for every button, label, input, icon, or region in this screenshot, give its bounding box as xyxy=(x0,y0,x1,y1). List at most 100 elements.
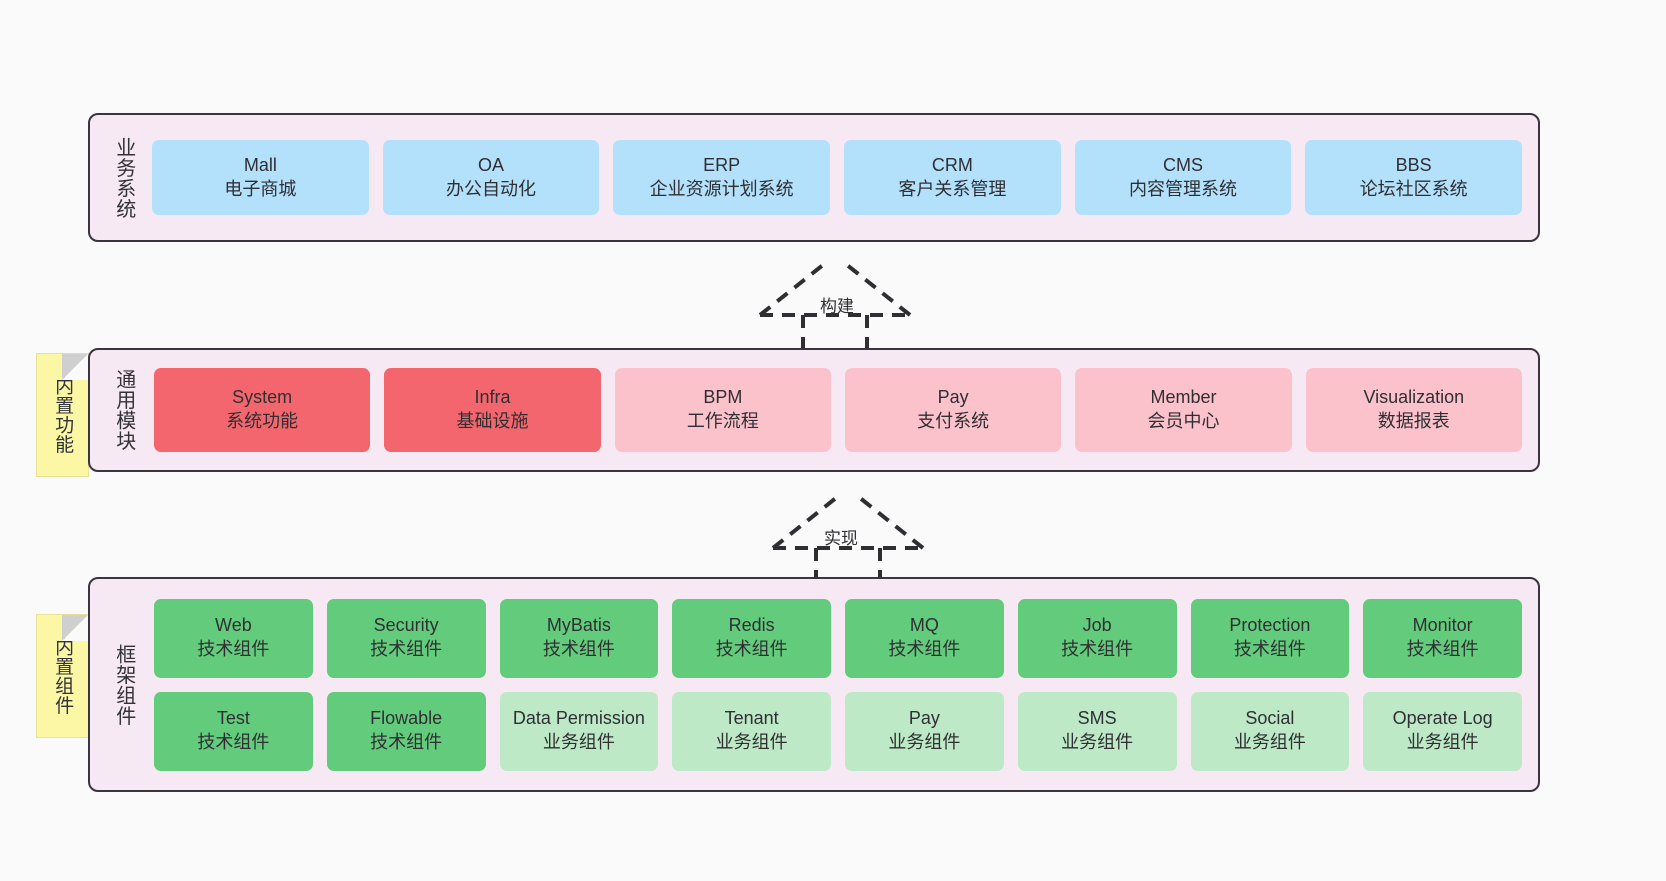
layer-business-system: 业务系统 Mall 电子商城 OA 办公自动化 ERP 企业资源计划系统 CRM… xyxy=(88,113,1540,242)
card-title-en: Monitor xyxy=(1412,615,1473,636)
card-title-en: SMS xyxy=(1077,708,1117,729)
card-bpm[interactable]: BPM 工作流程 xyxy=(614,368,831,452)
card-title-cn: 技术组件 xyxy=(197,639,270,659)
card-row: System 系统功能 Infra 基础设施 BPM 工作流程 Pay 支付系统… xyxy=(154,368,1522,452)
layer-common-modules: 通用模块 System 系统功能 Infra 基础设施 BPM 工作流程 Pay… xyxy=(88,348,1540,472)
card-title-cn: 工作流程 xyxy=(686,411,759,431)
card-title-cn: 技术组件 xyxy=(370,639,443,659)
card-title-en: Pay xyxy=(908,708,940,729)
card-title-cn: 技术组件 xyxy=(1406,639,1479,659)
card-pay[interactable]: Pay 支付系统 xyxy=(844,368,1062,452)
card-title-en: CRM xyxy=(931,154,973,175)
card-title-en: Web xyxy=(215,615,252,636)
layer-common-title: 通用模块 xyxy=(112,369,135,451)
card-row: Mall 电子商城 OA 办公自动化 ERP 企业资源计划系统 CRM 客户关系… xyxy=(152,140,1523,215)
card-title-cn: 业务组件 xyxy=(888,732,961,752)
card-title-cn: 技术组件 xyxy=(197,732,270,752)
card-flowable[interactable]: Flowable 技术组件 xyxy=(326,691,486,771)
card-title-cn: 电子商城 xyxy=(224,178,297,199)
card-row: Test 技术组件 Flowable 技术组件 Data Permission … xyxy=(154,691,1522,771)
card-title-cn: 业务组件 xyxy=(1061,732,1134,752)
card-member[interactable]: Member 会员中心 xyxy=(1075,368,1292,452)
card-title-cn: 技术组件 xyxy=(1061,639,1134,659)
card-title-en: Job xyxy=(1082,615,1112,636)
card-title-cn: 技术组件 xyxy=(370,732,443,752)
card-job[interactable]: Job 技术组件 xyxy=(1017,598,1177,678)
card-mq[interactable]: MQ 技术组件 xyxy=(845,598,1004,678)
card-crm[interactable]: CRM 客户关系管理 xyxy=(844,140,1061,215)
card-title-cn: 支付系统 xyxy=(917,411,990,431)
card-title-cn: 技术组件 xyxy=(888,639,961,659)
card-visualization[interactable]: Visualization 数据报表 xyxy=(1305,368,1522,452)
card-title-en: BPM xyxy=(703,387,743,408)
layer-business-cards: Mall 电子商城 OA 办公自动化 ERP 企业资源计划系统 CRM 客户关系… xyxy=(142,115,1538,240)
card-tenant[interactable]: Tenant 业务组件 xyxy=(672,691,831,771)
card-title-en: ERP xyxy=(703,154,741,175)
card-social[interactable]: Social 业务组件 xyxy=(1190,691,1350,771)
arrow-build-label: 构建 xyxy=(820,297,854,316)
card-pay-business[interactable]: Pay 业务组件 xyxy=(845,691,1004,771)
card-title-en: Security xyxy=(373,615,439,636)
card-title-cn: 论坛社区系统 xyxy=(1359,178,1468,199)
card-title-en: Test xyxy=(216,708,250,729)
arrow-build xyxy=(758,259,912,350)
card-title-cn: 系统功能 xyxy=(226,411,299,431)
card-title-cn: 技术组件 xyxy=(542,639,615,659)
card-title-en: OA xyxy=(478,154,505,175)
card-security[interactable]: Security 技术组件 xyxy=(326,598,486,678)
layer-business-title: 业务系统 xyxy=(112,136,135,219)
card-title-en: Infra xyxy=(474,387,511,408)
card-test[interactable]: Test 技术组件 xyxy=(154,691,313,771)
card-data-permission[interactable]: Data Permission 业务组件 xyxy=(499,691,659,771)
card-title-en: Flowable xyxy=(370,708,443,729)
card-title-en: Protection xyxy=(1229,615,1311,636)
arrow-implement-label: 实现 xyxy=(824,529,858,548)
layer-framework-title: 框架组件 xyxy=(112,643,135,726)
card-title-en: Operate Log xyxy=(1392,708,1493,729)
card-title-en: BBS xyxy=(1395,154,1432,175)
card-cms[interactable]: CMS 内容管理系统 xyxy=(1074,140,1292,215)
card-title-en: System xyxy=(232,387,293,408)
card-title-en: Pay xyxy=(937,387,969,408)
card-infra[interactable]: Infra 基础设施 xyxy=(384,368,601,452)
layer-common-cards: System 系统功能 Infra 基础设施 BPM 工作流程 Pay 支付系统… xyxy=(142,350,1538,470)
card-title-en: Mall xyxy=(243,154,277,175)
card-web[interactable]: Web 技术组件 xyxy=(154,598,313,678)
card-title-en: MQ xyxy=(909,615,939,636)
card-title-cn: 业务组件 xyxy=(1406,732,1479,752)
card-title-cn: 企业资源计划系统 xyxy=(649,178,794,199)
card-title-en: Redis xyxy=(728,615,775,636)
card-title-cn: 数据报表 xyxy=(1377,411,1450,431)
card-title-cn: 业务组件 xyxy=(715,732,788,752)
card-title-en: MyBatis xyxy=(546,615,611,636)
card-title-cn: 内容管理系统 xyxy=(1129,178,1238,199)
card-erp[interactable]: ERP 企业资源计划系统 xyxy=(613,140,831,215)
layer-framework-components: 框架组件 Web 技术组件 Security 技术组件 MyBatis 技术组件… xyxy=(88,577,1540,792)
card-title-en: Data Permission xyxy=(512,708,645,729)
card-title-cn: 技术组件 xyxy=(715,639,788,659)
card-sms[interactable]: SMS 业务组件 xyxy=(1017,691,1177,771)
card-bbs[interactable]: BBS 论坛社区系统 xyxy=(1305,140,1523,215)
layer-framework-cards: Web 技术组件 Security 技术组件 MyBatis 技术组件 Redi… xyxy=(142,579,1538,790)
card-system[interactable]: System 系统功能 xyxy=(154,368,371,452)
card-row: Web 技术组件 Security 技术组件 MyBatis 技术组件 Redi… xyxy=(154,598,1522,678)
card-title-en: Social xyxy=(1245,708,1295,729)
card-title-cn: 业务组件 xyxy=(1233,732,1306,752)
card-title-en: Visualization xyxy=(1363,387,1465,408)
card-title-cn: 办公自动化 xyxy=(446,178,536,199)
card-title-cn: 会员中心 xyxy=(1147,411,1220,431)
card-title-en: Member xyxy=(1150,387,1217,408)
note-builtin-components: 内置组件 xyxy=(36,614,89,738)
card-title-en: Tenant xyxy=(724,708,779,729)
card-monitor[interactable]: Monitor 技术组件 xyxy=(1363,598,1522,678)
card-title-cn: 业务组件 xyxy=(542,732,615,752)
card-redis[interactable]: Redis 技术组件 xyxy=(672,598,831,678)
card-operate-log[interactable]: Operate Log 业务组件 xyxy=(1363,691,1522,771)
card-mybatis[interactable]: MyBatis 技术组件 xyxy=(499,598,659,678)
card-oa[interactable]: OA 办公自动化 xyxy=(382,140,600,215)
card-protection[interactable]: Protection 技术组件 xyxy=(1190,598,1350,678)
card-title-cn: 基础设施 xyxy=(456,411,529,431)
card-title-cn: 客户关系管理 xyxy=(898,178,1007,199)
card-mall[interactable]: Mall 电子商城 xyxy=(152,140,369,215)
